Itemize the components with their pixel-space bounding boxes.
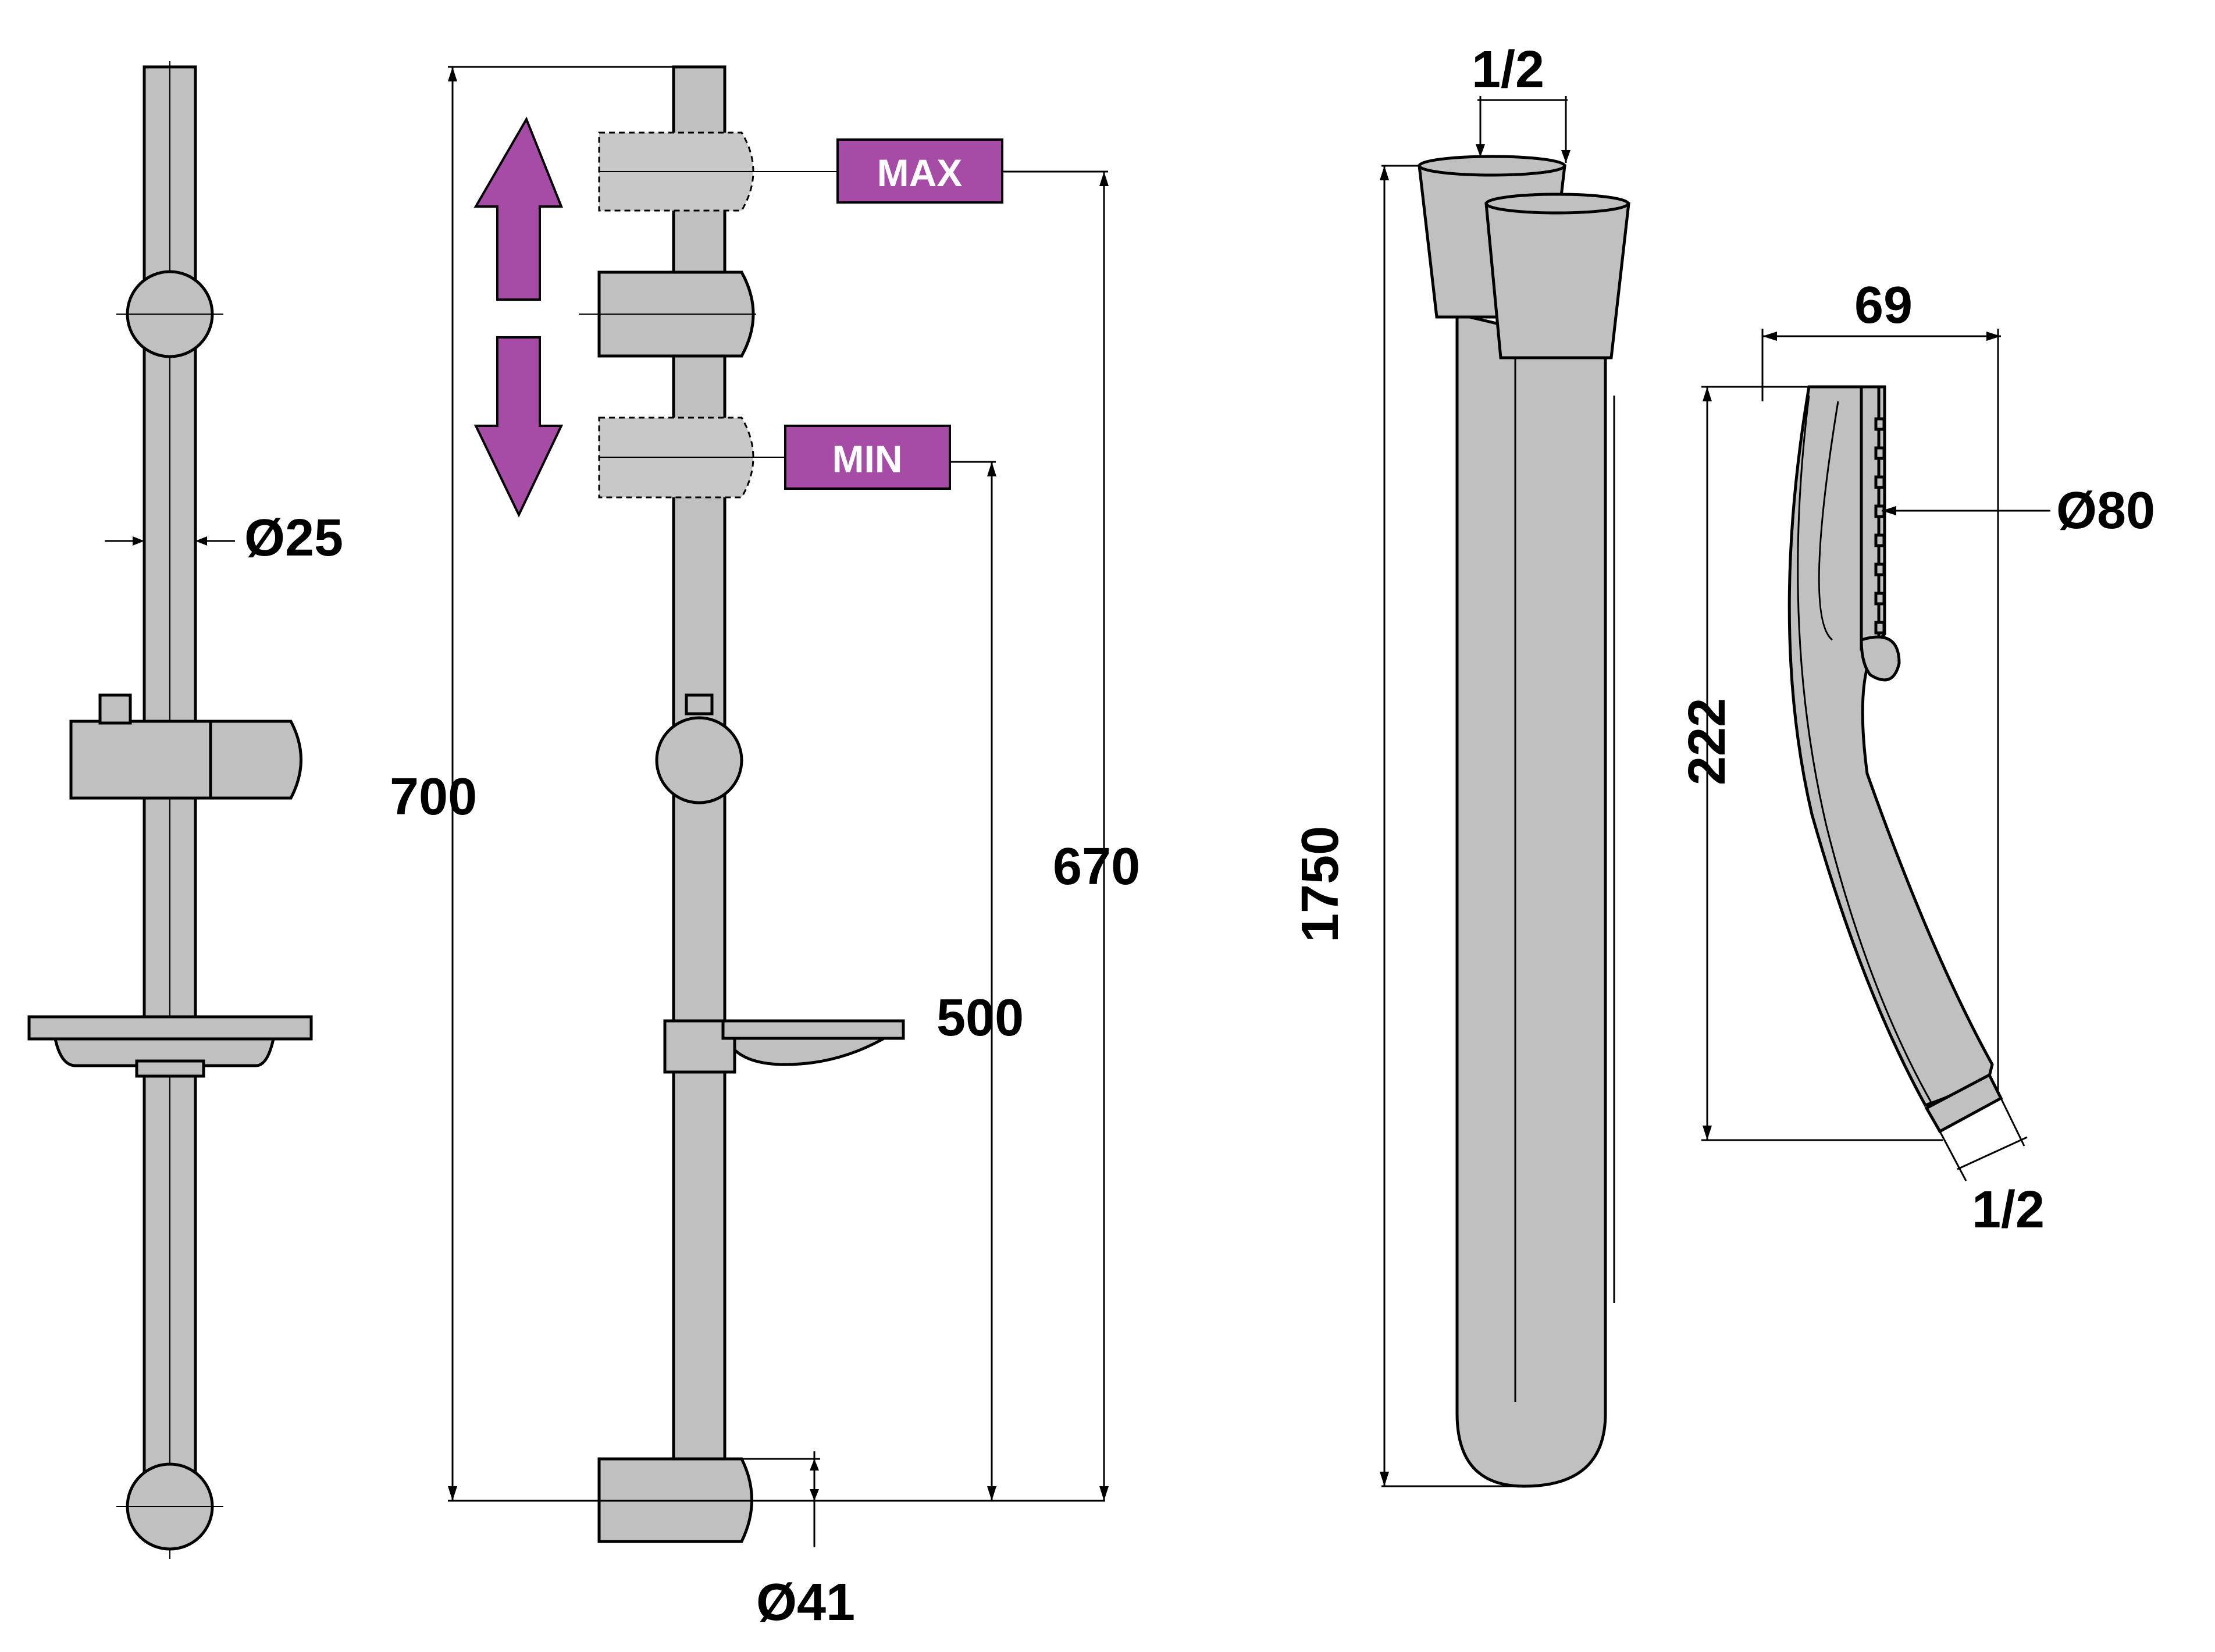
max-height-label: 670 — [1053, 838, 1140, 896]
hose-nut-front — [1484, 195, 1630, 359]
rail-front-view: Ø25 — [27, 61, 343, 1559]
shower-thread-label: 1/2 — [1972, 1181, 2045, 1239]
max-tag-label: MAX — [877, 151, 963, 194]
rail-front-slider — [69, 720, 212, 800]
rail-height-label: 700 — [390, 768, 477, 826]
rail-front-holder — [209, 720, 302, 800]
shower-length-label: 222 — [1678, 698, 1736, 785]
bracket-diameter-label: Ø41 — [756, 1573, 855, 1632]
arrow-up-icon — [473, 116, 563, 301]
min-tag — [784, 425, 951, 490]
min-tag-label: MIN — [832, 437, 903, 480]
rail-front-soap-dish — [27, 1015, 313, 1041]
rail-front-slider-knob — [98, 693, 132, 725]
shower-nozzles — [1874, 417, 1886, 635]
hose-view: 1750 1/2 — [1291, 41, 1630, 1488]
shower-face-diameter-label: Ø80 — [2056, 482, 2155, 540]
rail-side-soap-dish — [721, 1019, 905, 1040]
hose-thread-label: 1/2 — [1472, 41, 1544, 99]
shower-hook-loop — [1860, 635, 1901, 682]
shower-width-label: 69 — [1854, 276, 1913, 334]
shower-handle — [1787, 385, 1994, 1108]
rail-side-view: Ø41 700 MAX MIN 670 500 — [390, 65, 1140, 1632]
hose-tube — [1455, 312, 1607, 1488]
hand-shower-view: 69 Ø80 222 1/2 — [1678, 276, 2155, 1239]
hose-length-label: 1750 — [1291, 826, 1349, 942]
arrow-down-icon — [473, 336, 564, 518]
rail-diameter-label: Ø25 — [244, 509, 343, 567]
min-height-label: 500 — [936, 989, 1024, 1047]
rail-side-mid-mount — [655, 716, 743, 804]
